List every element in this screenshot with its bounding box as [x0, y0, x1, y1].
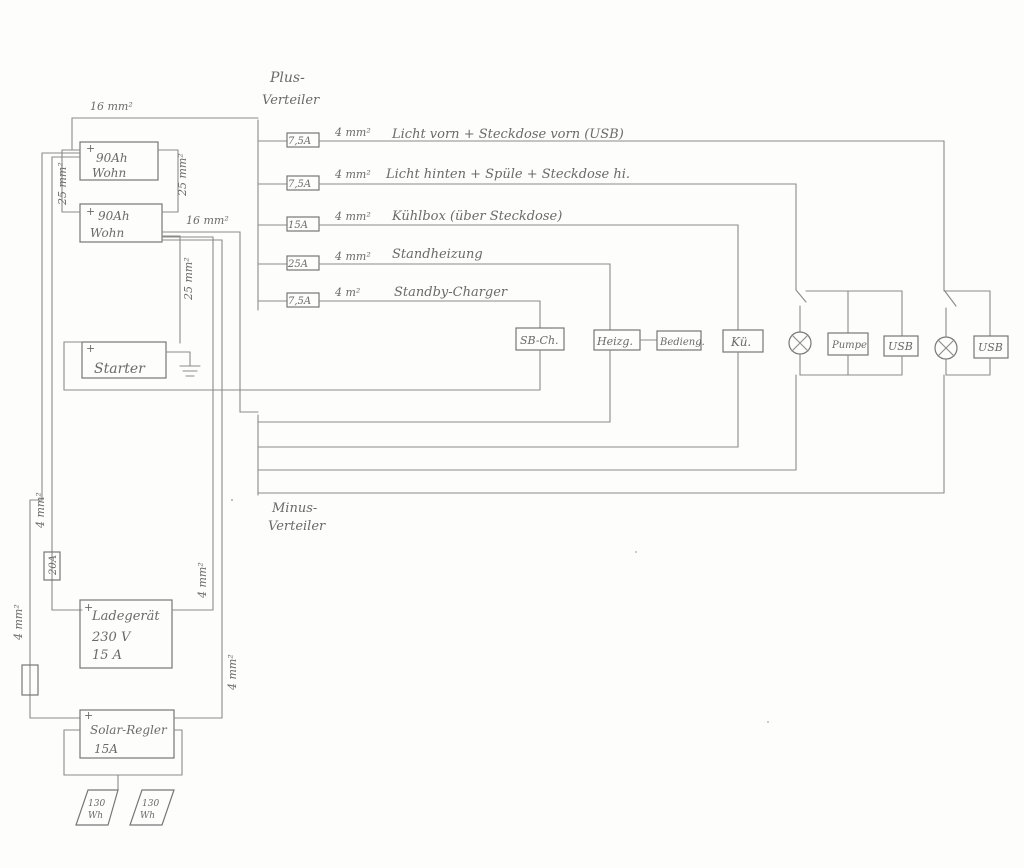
- battery-1-capacity: 90Ah: [96, 151, 128, 165]
- fuse-4-label: 25A: [287, 259, 308, 270]
- circuit-5-description: Standby-Charger: [394, 285, 508, 300]
- battery-2-plus-mark: +: [86, 205, 95, 218]
- circuit-1-description: Licht vorn + Steckdose vorn (USB): [391, 127, 624, 142]
- wire-size-4mm-solar: 4 mm²: [12, 604, 25, 641]
- battery-2-name: Wohn: [90, 226, 124, 240]
- solar-panel-2: [129, 789, 175, 826]
- consumer-usb-rear-box: [883, 335, 919, 357]
- fuse-2-label: 7,5A: [288, 179, 311, 190]
- fuse-4: [286, 255, 320, 271]
- switch-front: [943, 289, 957, 307]
- solar-regulator-current: 15A: [94, 742, 118, 756]
- fuse-20a-label: 20A: [48, 555, 59, 576]
- wire-size-16mm-right: 16 mm²: [186, 214, 229, 227]
- charger-box: [79, 599, 173, 669]
- circuit-4-wire-size: 4 mm²: [334, 250, 371, 263]
- fuse-3: [286, 216, 320, 232]
- circuit-3-description: Kühlbox (über Steckdose): [391, 209, 562, 224]
- circuit-1-wire-size: 4 mm²: [334, 126, 371, 139]
- battery-1-plus-mark: +: [86, 142, 95, 155]
- circuit-2-wire-size: 4 mm²: [334, 168, 371, 181]
- starter-plus-mark: +: [86, 342, 95, 355]
- regulator-plus-mark: +: [84, 709, 93, 722]
- solar-panel-1: [75, 789, 119, 826]
- charger-voltage: 230 V: [91, 630, 132, 645]
- fuse-solar: [21, 664, 39, 696]
- fuse-5-label: 7,5A: [288, 296, 311, 307]
- wire-size-4mm-regulator: 4 mm²: [226, 654, 239, 691]
- circuit-5-wire-size: 4 m²: [334, 286, 360, 299]
- solar-regulator-name: Solar-Regler: [90, 723, 168, 737]
- fuse-20a: [43, 551, 61, 581]
- paper-speck: [767, 721, 769, 723]
- solar-regulator-box: [79, 709, 175, 759]
- charger-name: Ladegerät: [91, 609, 160, 624]
- wire-size-16mm-top: 16 mm²: [90, 100, 133, 113]
- minus-distributor-label-2: Verteiler: [268, 519, 326, 534]
- consumer-bedienung-box: [656, 330, 702, 351]
- circuit-2-description: Licht hinten + Spüle + Steckdose hi.: [385, 167, 630, 182]
- lamp-front-cross-2: [937, 339, 955, 357]
- consumer-pumpe-label: Pumpe: [831, 340, 867, 351]
- wire-size-25mm-starter: 25 mm²: [182, 257, 195, 301]
- starter-battery-name: Starter: [94, 361, 146, 377]
- lamp-rear-cross-2: [791, 334, 809, 352]
- consumer-sb-ch-label: SB-Ch.: [520, 334, 559, 347]
- charger-current: 15 A: [92, 648, 122, 663]
- consumer-kuehlbox-label: Kü.: [730, 335, 751, 349]
- paper-speck: [231, 499, 233, 501]
- consumer-heizung-label: Heizg.: [596, 335, 633, 348]
- plus-distributor-label-2: Verteiler: [262, 93, 320, 108]
- fuse-3-label: 15A: [288, 220, 308, 231]
- battery-1-name: Wohn: [92, 166, 126, 180]
- battery-2-capacity: 90Ah: [98, 209, 130, 223]
- battery-2-box: [79, 203, 163, 243]
- minus-distributor-label-1: Minus-: [271, 501, 317, 516]
- solar-panel-1-power: 130: [88, 799, 105, 809]
- consumer-usb-front-box: [973, 335, 1009, 359]
- consumer-usb-front-label: USB: [978, 341, 1003, 354]
- wire-size-25mm-right: 25 mm²: [176, 153, 189, 197]
- charger-plus-mark: +: [84, 601, 93, 614]
- wire-size-25mm-left: 25 mm²: [56, 162, 69, 206]
- circuit-4-description: Standheizung: [392, 247, 483, 262]
- starter-battery-box: [81, 341, 167, 379]
- wire-size-4mm-fuse: 4 mm²: [34, 492, 47, 529]
- consumer-usb-rear-label: USB: [888, 340, 913, 353]
- fuse-2: [286, 175, 320, 191]
- solar-panel-2-power: 130: [142, 799, 159, 809]
- paper-speck: [635, 551, 637, 553]
- circuit-3-wire-size: 4 mm²: [334, 210, 371, 223]
- wire-size-4mm-charger: 4 mm²: [196, 562, 209, 599]
- fuse-1: [286, 132, 320, 148]
- consumer-kuehlbox-box: [722, 329, 764, 353]
- consumer-bedienung-label: Bedieng.: [659, 337, 705, 348]
- fuse-1-label: 7,5A: [288, 136, 311, 147]
- fuse-5: [286, 292, 320, 308]
- solar-panel-2-unit: Wh: [140, 811, 155, 821]
- plus-distributor-label-1: Plus-: [269, 70, 305, 86]
- battery-1-box: [79, 141, 159, 181]
- switch-rear: [795, 289, 807, 303]
- solar-panel-1-unit: Wh: [88, 811, 103, 821]
